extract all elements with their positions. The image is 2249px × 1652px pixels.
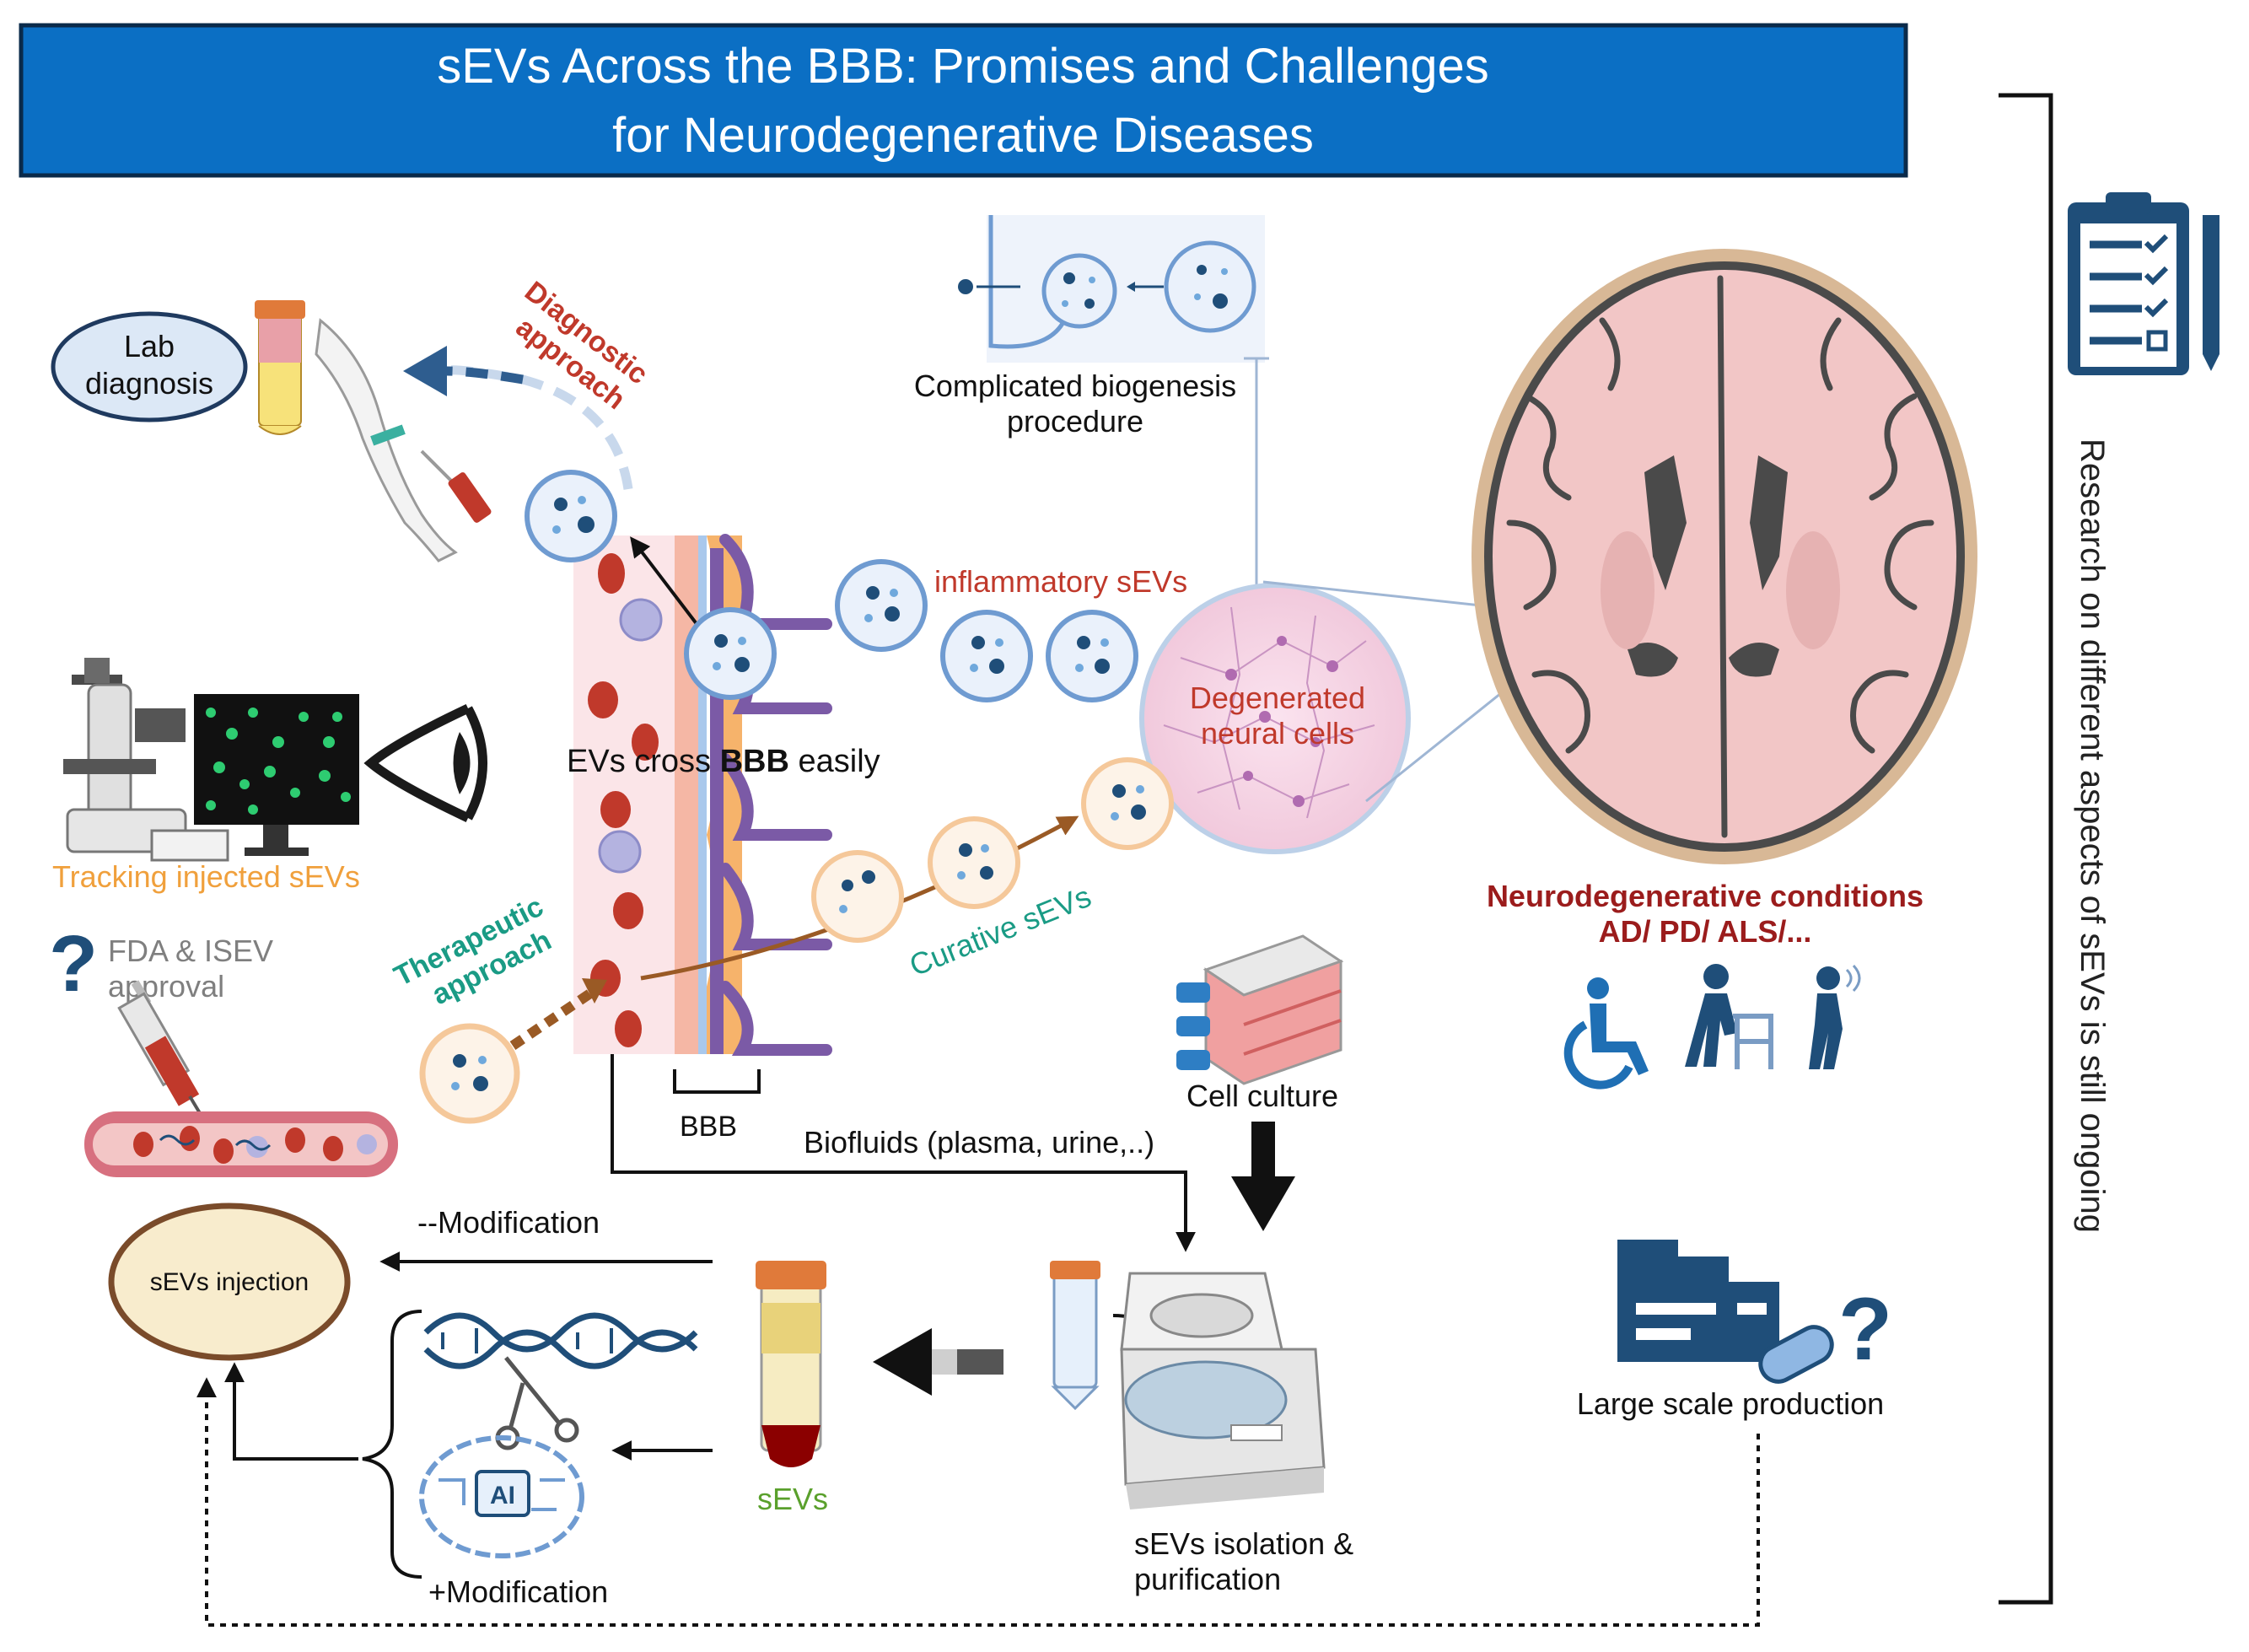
degenerated-line-2: neural cells bbox=[1201, 716, 1354, 751]
large-scale-dotted-arrow bbox=[196, 1377, 1760, 1627]
lab-diagnosis-line-2: diagnosis bbox=[85, 366, 213, 401]
pill-box-icon: ? bbox=[1617, 1240, 1892, 1384]
ev-vesicle-crossing bbox=[684, 607, 777, 700]
biogenesis-panel bbox=[958, 215, 1265, 363]
syringe-icon bbox=[117, 980, 214, 1136]
ai-brain-icon: AI bbox=[419, 1435, 584, 1558]
cell-culture-arrow bbox=[1231, 1122, 1295, 1231]
large-scale-label: Large scale production bbox=[1577, 1386, 1884, 1421]
microscope-icon bbox=[63, 658, 187, 853]
dna-scissors-icon bbox=[423, 1312, 698, 1450]
ev-vesicle-curative-1 bbox=[811, 850, 904, 943]
title-line-1: sEVs Across the BBB: Promises and Challe… bbox=[437, 39, 1489, 94]
conditions-line-1: Neurodegenerative conditions bbox=[1487, 879, 1923, 913]
ai-label: AI bbox=[490, 1482, 515, 1509]
biofluids-arrow bbox=[611, 1054, 1196, 1252]
plus-mod-label: +Modification bbox=[428, 1574, 608, 1609]
title-banner: sEVs Across the BBB: Promises and Challe… bbox=[19, 23, 1908, 178]
conditions-line-2: AD/ PD/ ALS/... bbox=[1599, 914, 1812, 949]
centrifuge-to-tube-arrow bbox=[873, 1328, 1003, 1396]
diagnostic-arrow bbox=[403, 346, 633, 490]
evs-cross-suffix: easily bbox=[789, 744, 880, 779]
isolation-line-1: sEVs isolation & bbox=[1134, 1526, 1353, 1561]
white-blood-cells bbox=[598, 598, 663, 874]
minus-mod-label: --Modification bbox=[417, 1205, 600, 1240]
isolation-line-2: purification bbox=[1134, 1562, 1281, 1596]
mod-to-injection-arrow bbox=[224, 1362, 358, 1461]
clipboard-checklist-icon bbox=[2068, 192, 2219, 375]
evs-cross-prefix: EVs cross bbox=[567, 744, 720, 779]
research-bracket bbox=[1999, 93, 2053, 1605]
title-line-2: for Neurodegenerative Diseases bbox=[612, 108, 1314, 163]
fda-line-2: approval bbox=[108, 969, 224, 1004]
evs-cross-bbb: BBB bbox=[720, 744, 789, 779]
question-mark-icon: ? bbox=[49, 919, 98, 1009]
bbb-bracket: BBB bbox=[673, 1069, 761, 1143]
biogenesis-line-2: procedure bbox=[1007, 404, 1143, 439]
research-ongoing-label: Research on different aspects of sEVs is… bbox=[2074, 439, 2111, 1233]
arm-blood-draw-icon bbox=[315, 318, 492, 562]
sevs-injection-ellipse: sEVs injection bbox=[108, 1203, 351, 1361]
inflammatory-sevs-label: inflammatory sEVs bbox=[934, 564, 1187, 599]
blood-vessel-icon bbox=[84, 1111, 398, 1177]
ev-vesicle-inflammatory-3 bbox=[1046, 610, 1138, 702]
diagnostic-approach-label: Diagnostic approach bbox=[510, 275, 654, 416]
evs-cross-label: EVs cross BBB easily bbox=[567, 744, 880, 779]
neural-cells-icon: Degenerated neural cells bbox=[1139, 583, 1411, 854]
ev-vesicle-diagnostic bbox=[525, 470, 617, 562]
cell-culture-flask-icon bbox=[1176, 934, 1344, 1085]
ev-vesicle-inflammatory-1 bbox=[835, 559, 928, 652]
walker-icon bbox=[1685, 964, 1773, 1069]
cross-arrow bbox=[630, 536, 702, 630]
therapeutic-approach-label: Therapeutic approach bbox=[389, 891, 557, 1011]
tracking-label: Tracking injected sEVs bbox=[52, 859, 360, 894]
sevs-injection-label: sEVs injection bbox=[150, 1268, 309, 1296]
lab-diagnosis-ellipse: Lab diagnosis bbox=[51, 311, 248, 422]
degenerated-line-1: Degenerated bbox=[1190, 681, 1365, 715]
elderly-icon bbox=[1809, 964, 1861, 1069]
ev-vesicle-inflammatory-2 bbox=[940, 610, 1033, 702]
ev-vesicle-curative-2 bbox=[928, 816, 1020, 909]
cell-culture-label: Cell culture bbox=[1186, 1079, 1338, 1113]
monitor-icon bbox=[150, 694, 359, 862]
therapeutic-arrow bbox=[509, 978, 607, 1050]
falcon-tube-small-icon bbox=[1050, 1261, 1100, 1411]
eye-icon bbox=[363, 704, 487, 822]
falcon-tube-icon bbox=[756, 1261, 826, 1467]
biogenesis-line-1: Complicated biogenesis bbox=[914, 369, 1236, 403]
blood-tube-icon bbox=[255, 300, 305, 435]
question-mark-large-scale-icon: ? bbox=[1838, 1280, 1892, 1379]
biofluids-label: Biofluids (plasma, urine,..) bbox=[804, 1125, 1154, 1160]
lab-diagnosis-line-1: Lab bbox=[124, 329, 175, 363]
fda-line-1: FDA & ISEV bbox=[108, 934, 273, 968]
brain-section-icon bbox=[1472, 249, 1977, 864]
ev-vesicle-therapeutic bbox=[419, 1023, 520, 1124]
centrifuge-icon bbox=[1120, 1272, 1326, 1509]
modification-brace bbox=[362, 1310, 422, 1579]
ev-vesicle-curative-3 bbox=[1081, 757, 1174, 850]
wheelchair-icon bbox=[1563, 977, 1649, 1090]
sevs-label: sEVs bbox=[757, 1482, 828, 1516]
bbb-label: BBB bbox=[680, 1111, 737, 1143]
